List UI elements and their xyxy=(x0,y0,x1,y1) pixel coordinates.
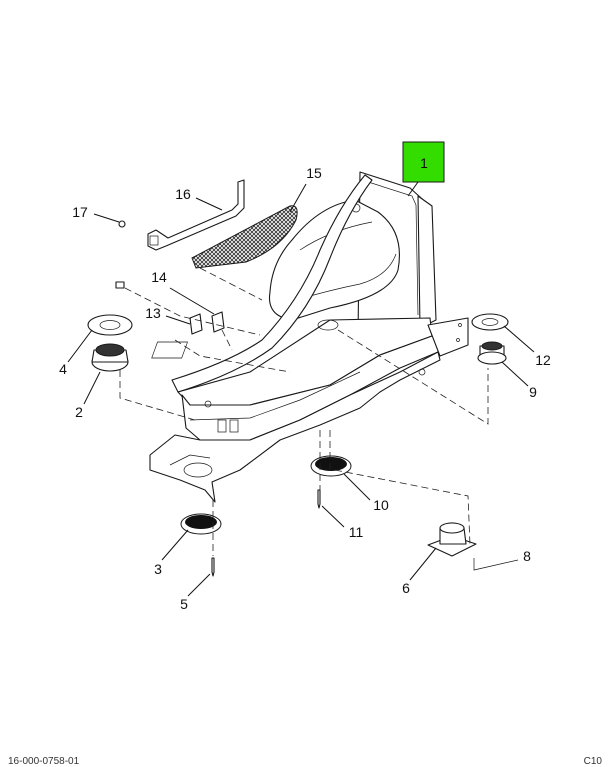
callout-1: 1 xyxy=(420,155,428,171)
callout-9: 9 xyxy=(529,384,537,400)
small-clip xyxy=(115,281,125,289)
callout-11: 11 xyxy=(349,524,364,540)
mesh-grille xyxy=(191,205,298,269)
callout-3: 3 xyxy=(154,561,162,577)
speaker-left xyxy=(87,314,133,372)
bracket-pair xyxy=(189,311,225,335)
callout-15: 15 xyxy=(306,165,322,181)
callout-13: 13 xyxy=(145,305,161,321)
callout-10: 10 xyxy=(373,497,389,513)
callout-14: 14 xyxy=(151,269,167,285)
bracket xyxy=(147,179,245,251)
module-6 xyxy=(427,522,477,557)
callout-8: 8 xyxy=(523,548,531,564)
clip xyxy=(118,220,126,228)
footer-right: C10 xyxy=(583,756,602,767)
callout-5: 5 xyxy=(180,596,188,612)
grommet-10 xyxy=(310,455,352,477)
callout-2: 2 xyxy=(75,404,83,420)
screw-11 xyxy=(317,489,321,509)
callout-1-highlight xyxy=(402,141,445,183)
callout-17: 17 xyxy=(72,204,88,220)
callout-4: 4 xyxy=(59,361,67,377)
callouts: 1 2 3 4 5 6 8 9 10 11 12 13 14 15 16 17 xyxy=(59,141,551,612)
console-housing xyxy=(149,171,469,503)
callout-16: 16 xyxy=(175,186,191,202)
footer-left: 16-000-0758-01 xyxy=(8,756,80,767)
speaker-right xyxy=(471,313,509,365)
alignment-lines xyxy=(119,267,489,556)
callout-12: 12 xyxy=(535,352,551,368)
screw-8 xyxy=(473,558,519,571)
callout-6: 6 xyxy=(402,580,410,596)
grommet-3 xyxy=(180,513,222,535)
screw-5 xyxy=(211,557,215,577)
